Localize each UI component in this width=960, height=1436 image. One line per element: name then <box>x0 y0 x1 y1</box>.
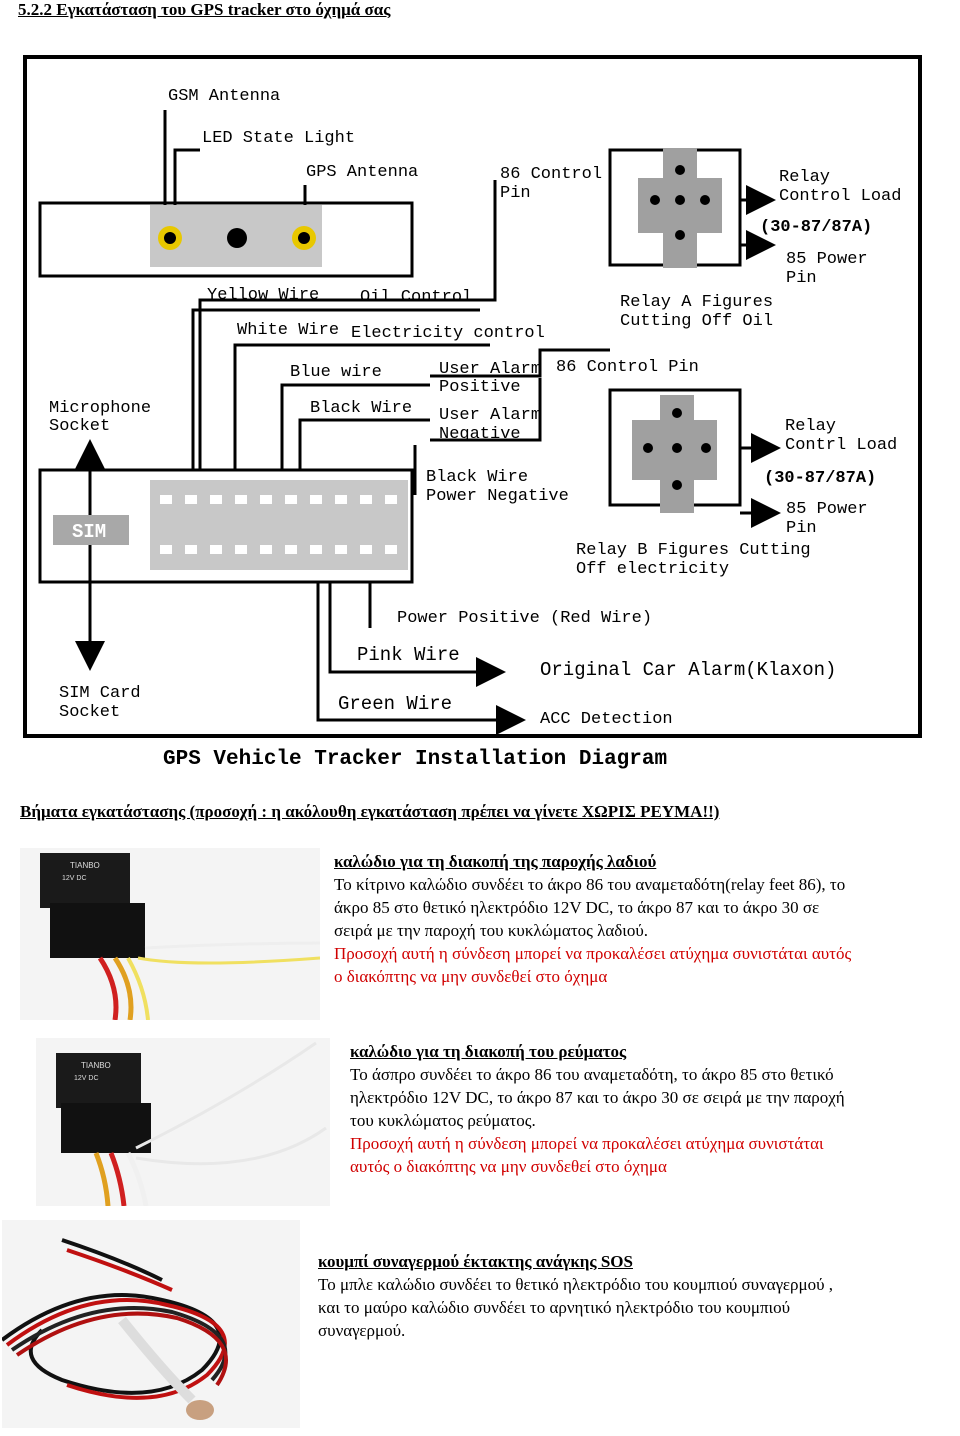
label-user-alarm-pos-2: Positive <box>439 378 521 397</box>
label-sim: SIM <box>72 521 106 543</box>
relay-oil-photo: TIANBO 12V DC <box>20 848 320 1020</box>
section-sos-line: συναγερμού. <box>318 1321 406 1340</box>
label-green-wire: Green Wire <box>338 693 452 715</box>
label-85-power-bottom-2: Pin <box>786 519 817 538</box>
section-sos-title: κουμπί συναγερμού έκτακτης ανάγκης SOS <box>318 1252 633 1271</box>
label-microphone-1: Microphone <box>49 399 151 418</box>
section-electricity-title: καλώδιο για τη διακοπή του ρεύματος <box>350 1042 627 1061</box>
label-oil-control: Oil Control <box>360 288 472 307</box>
label-relay-a-1: Relay A Figures <box>620 293 773 312</box>
label-led-state-light: LED State Light <box>202 129 355 148</box>
section-electricity-line: Το άσπρο συνδέει το άκρο 86 του αναμεταδ… <box>350 1065 834 1084</box>
installation-diagram: GSM Antenna LED State Light GPS Antenna … <box>23 55 922 738</box>
section-oil-line: σειρά με την παροχή του κυκλώματος λαδιο… <box>334 921 649 940</box>
label-relay-load-top-1: Relay <box>779 168 830 187</box>
label-86-control-mid: 86 Control Pin <box>556 358 699 377</box>
section-electricity: καλώδιο για τη διακοπή του ρεύματος Το ά… <box>350 1040 950 1178</box>
steps-heading: Βήματα εγκατάστασης (προσοχή : η ακόλουθ… <box>20 802 720 821</box>
diagram-title: GPS Vehicle Tracker Installation Diagram <box>163 748 668 771</box>
relay-electricity-photo: TIANBO 12V DC <box>36 1038 330 1206</box>
relay-spec-2: 12V DC <box>74 1075 99 1082</box>
section-oil-line: άκρο 85 στο θετικό ηλεκτρόδιο 12V DC, το… <box>334 898 820 917</box>
section-sos: κουμπί συναγερμού έκτακτης ανάγκης SOS Τ… <box>318 1250 938 1342</box>
label-microphone-2: Socket <box>49 417 110 436</box>
diagram-frame <box>23 55 922 738</box>
led-icon <box>227 228 247 248</box>
label-relay-spec-bottom: (30-87/87A) <box>764 469 876 488</box>
section-oil-warning: Προσοχή αυτή η σύνδεση μπορεί να προκαλέ… <box>334 944 852 963</box>
label-relay-load-bottom-2: Contrl Load <box>785 436 897 455</box>
label-gsm-antenna: GSM Antenna <box>168 87 280 106</box>
label-relay-spec-top: (30-87/87A) <box>760 218 872 237</box>
section-sos-line: και το μαύρο καλώδιο συνδέει το αρνητικό… <box>318 1298 791 1317</box>
label-sim-card-1: SIM Card <box>59 684 141 703</box>
label-user-alarm-neg-1: User Alarm <box>439 406 541 425</box>
label-user-alarm-neg-2: Negative <box>439 425 521 444</box>
section-heading: 5.2.2 Εγκατάσταση του GPS tracker στο όχ… <box>18 0 391 19</box>
label-black-wire-neg-1: Black Wire <box>426 468 528 487</box>
section-electricity-line: του κυκλώματος ρεύματος. <box>350 1111 536 1130</box>
label-pink-wire: Pink Wire <box>357 644 460 666</box>
section-oil-line: Το κίτρινο καλώδιο συνδέει το άκρο 86 το… <box>334 875 846 894</box>
section-sos-line: Το μπλε καλώδιο συνδέει το θετικό ηλεκτρ… <box>318 1275 834 1294</box>
label-original-car-alarm: Original Car Alarm(Klaxon) <box>540 659 836 681</box>
relay-spec-1: 12V DC <box>62 875 87 882</box>
label-electricity-control: Electricity control <box>351 324 545 343</box>
label-sim-card-2: Socket <box>59 703 120 722</box>
label-gps-antenna: GPS Antenna <box>306 163 418 182</box>
label-85-power-top-2: Pin <box>786 269 817 288</box>
label-power-positive: Power Positive (Red Wire) <box>397 609 652 628</box>
section-oil: καλώδιο για τη διακοπή της παροχής λαδιο… <box>334 850 954 988</box>
relay-brand-2: TIANBO <box>81 1061 111 1070</box>
label-blue-wire: Blue wire <box>290 363 382 382</box>
section-oil-warning: ο διακόπτης να μην συνδεθεί στο όχημα <box>334 967 608 986</box>
label-relay-load-bottom-1: Relay <box>785 417 836 436</box>
label-86-control-top-2: Pin <box>500 184 531 203</box>
label-acc-detection: ACC Detection <box>540 710 673 729</box>
label-relay-b-1: Relay B Figures Cutting <box>576 541 811 560</box>
label-user-alarm-pos-1: User Alarm <box>439 360 541 379</box>
label-black-wire-neg-2: Power Negative <box>426 487 569 506</box>
section-electricity-line: ηλεκτρόδιο 12V DC, το άκρο 87 και το άκρ… <box>350 1088 845 1107</box>
sim-slot <box>53 515 129 545</box>
section-oil-title: καλώδιο για τη διακοπή της παροχής λαδιο… <box>334 852 657 871</box>
sos-cable-photo <box>2 1220 300 1428</box>
label-relay-load-top-2: Control Load <box>779 187 901 206</box>
label-relay-b-2: Off electricity <box>576 560 729 579</box>
label-85-power-top-1: 85 Power <box>786 250 868 269</box>
label-86-control-top-1: 86 Control <box>500 165 602 184</box>
label-black-wire: Black Wire <box>310 399 412 418</box>
label-relay-a-2: Cutting Off Oil <box>620 312 773 331</box>
section-electricity-warning: Προσοχή αυτή η σύνδεση μπορεί να προκαλέ… <box>350 1134 824 1153</box>
section-electricity-warning: αυτός ο διακόπτης να μην συνδεθεί στο όχ… <box>350 1157 667 1176</box>
relay-brand-1: TIANBO <box>70 861 100 870</box>
label-white-wire: White Wire <box>237 321 339 340</box>
label-85-power-bottom-1: 85 Power <box>786 500 868 519</box>
label-yellow-wire: Yellow Wire <box>207 286 319 305</box>
